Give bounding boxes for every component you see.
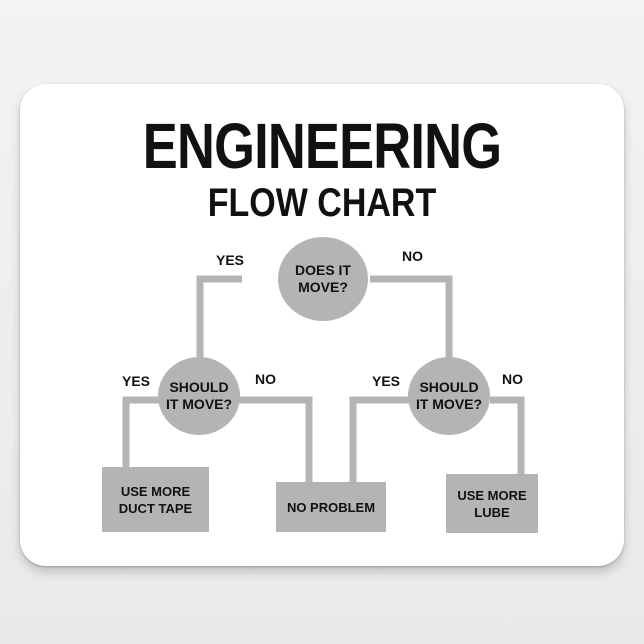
connector-left-yes [122,396,163,470]
label-root-no: NO [402,248,423,264]
decision-does-it-move: DOES IT MOVE? [278,237,368,321]
connector-right-yes [349,396,410,486]
label-right-no: NO [502,371,523,387]
connector-root-no [370,275,453,362]
chart-subtitle: FLOW CHART [207,181,437,225]
label-root-yes: YES [216,252,245,268]
connector-root-yes [196,275,242,365]
result-duct-tape: USE MORE DUCT TAPE [102,467,209,532]
label-left-yes: YES [122,373,151,389]
chart-title: ENGINEERING [142,110,502,182]
connector-right-no [490,396,525,476]
label-right-yes: YES [372,373,401,389]
decision-should-it-move-right: SHOULD IT MOVE? [408,357,490,435]
label-left-no: NO [255,371,276,387]
result-no-problem: NO PROBLEM [276,482,386,532]
result-lube: USE MORE LUBE [446,474,538,533]
decision-should-it-move-left: SHOULD IT MOVE? [158,357,240,435]
connector-left-no [238,396,313,485]
